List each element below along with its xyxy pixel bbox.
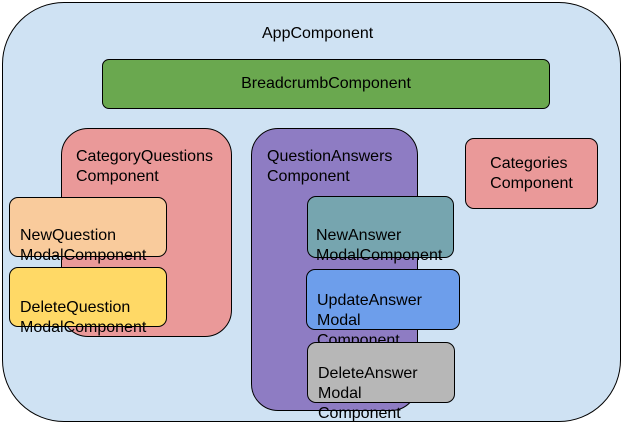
category-questions-component-label: CategoryQuestions Component	[76, 148, 213, 185]
delete-question-modal-component-label: DeleteQuestion ModalComponent	[20, 299, 147, 336]
new-answer-modal-component-box: NewAnswer ModalComponent	[307, 196, 454, 264]
categories-component-label: Categories Component	[490, 154, 573, 192]
delete-question-modal-component-box: DeleteQuestion ModalComponent	[9, 267, 167, 336]
new-question-modal-component-box: NewQuestion ModalComponent	[9, 197, 167, 264]
new-question-modal-component-label: NewQuestion ModalComponent	[20, 227, 147, 264]
new-answer-modal-component-label: NewAnswer ModalComponent	[316, 227, 443, 264]
breadcrumb-component-box: BreadcrumbComponent	[102, 59, 550, 109]
update-answer-modal-component-box: UpdateAnswer Modal Component	[306, 269, 460, 349]
question-answers-component-label: QuestionAnswers Component	[267, 148, 393, 185]
categories-component-box: Categories Component	[465, 138, 598, 209]
app-component-label: AppComponent	[262, 25, 374, 42]
delete-answer-modal-component-label: DeleteAnswer Modal Component	[318, 365, 418, 422]
delete-answer-modal-component-box: DeleteAnswer Modal Component	[307, 342, 455, 422]
breadcrumb-component-label: BreadcrumbComponent	[241, 75, 411, 92]
